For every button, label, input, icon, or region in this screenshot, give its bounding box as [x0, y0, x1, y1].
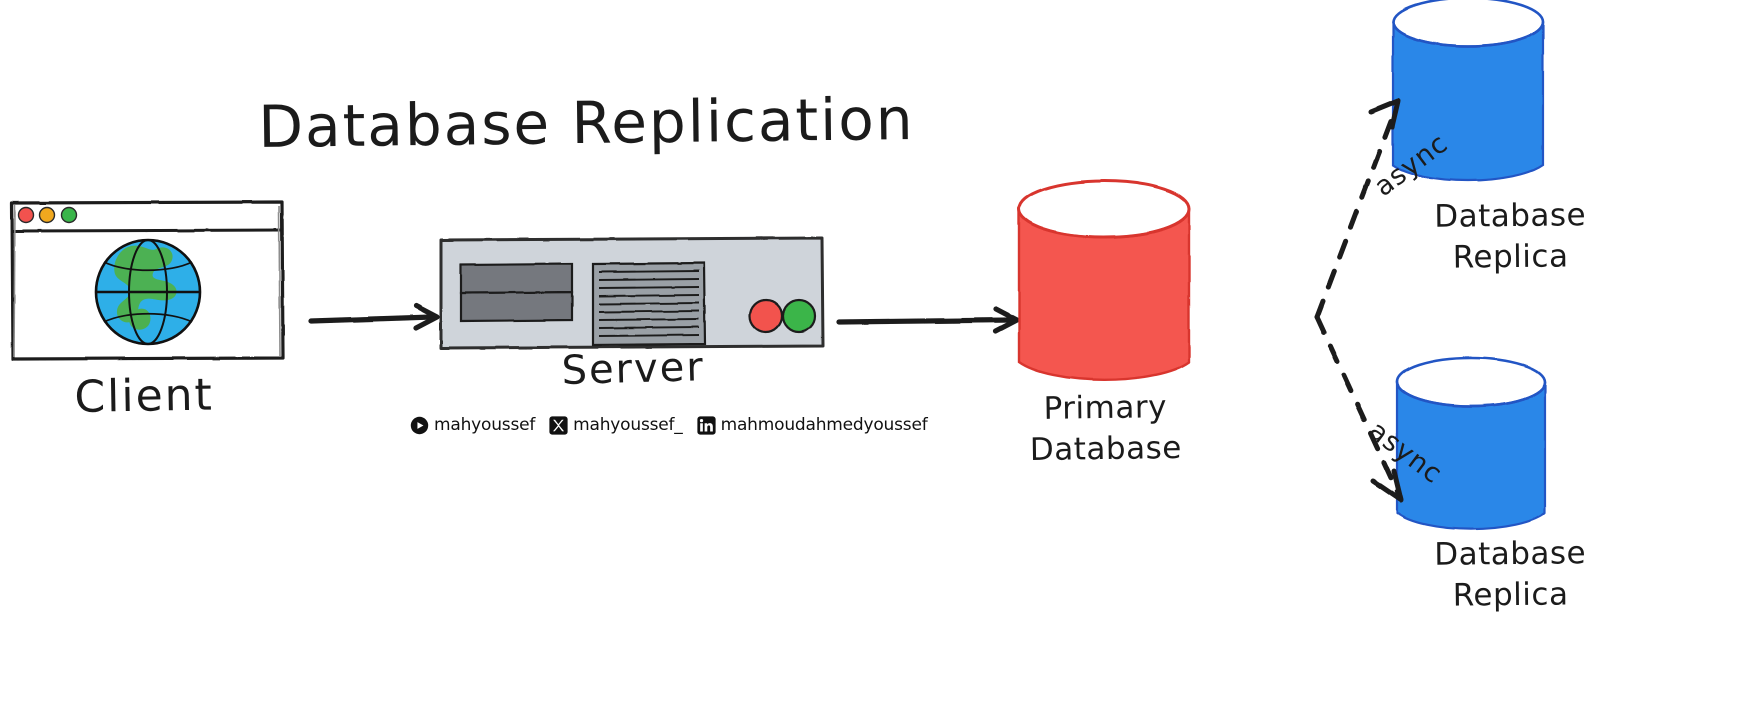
server-box[interactable] [439, 236, 825, 350]
primary-database-label-line2: Database [1029, 429, 1183, 469]
server-drive-bays [459, 262, 574, 323]
social-item-x-twitter[interactable]: mahyoussef_ [549, 415, 683, 435]
window-minimize-dot [38, 206, 56, 224]
social-item-youtube[interactable]: mahyoussef [410, 415, 535, 435]
window-maximize-dot [60, 206, 78, 224]
window-traffic-lights[interactable] [17, 206, 78, 224]
replica-top-label: Database Replica [1390, 195, 1631, 280]
primary-database-cylinder[interactable] [1017, 179, 1191, 381]
arrow-client-to-server [308, 303, 440, 331]
server-led-green [781, 298, 817, 334]
social-item-linkedin[interactable]: mahmoudahmedyoussef [697, 415, 928, 435]
dashed-arrow-primary-to-replica-top [1314, 98, 1401, 320]
x-twitter-icon[interactable] [549, 415, 568, 435]
page-title: Database Replication [257, 84, 915, 161]
primary-database-label: Primary Database [1010, 387, 1201, 472]
social-handle-linkedin[interactable]: mahmoudahmedyoussef [720, 415, 928, 435]
replica-bottom-cylinder[interactable] [1395, 356, 1547, 531]
replica-bottom-label: Database Replica [1390, 533, 1631, 618]
social-handles-row: mahyoussef mahyoussef_ mahmoudahmedyouss… [410, 415, 928, 435]
globe-icon [94, 238, 202, 346]
server-led-red [748, 298, 784, 334]
arrow-server-to-primary-database [836, 306, 1020, 334]
linkedin-icon[interactable] [697, 415, 716, 435]
server-vent-panel [591, 261, 707, 347]
social-handle-youtube[interactable]: mahyoussef [434, 415, 536, 435]
window-close-dot [17, 206, 35, 224]
replica-top-cylinder[interactable] [1391, 0, 1545, 182]
primary-database-label-line1: Primary [1043, 389, 1168, 427]
client-label: Client [74, 369, 215, 423]
replica-top-label-line1: Database [1434, 197, 1587, 235]
social-handle-x-twitter[interactable]: mahyoussef_ [573, 415, 683, 435]
youtube-icon[interactable] [410, 416, 429, 435]
server-label: Server [561, 344, 706, 394]
replica-top-label-line2: Replica [1452, 238, 1569, 276]
replica-bottom-label-line2: Replica [1452, 576, 1569, 614]
dashed-arrow-primary-to-replica-bottom [1314, 314, 1404, 503]
replica-bottom-label-line1: Database [1434, 535, 1587, 573]
